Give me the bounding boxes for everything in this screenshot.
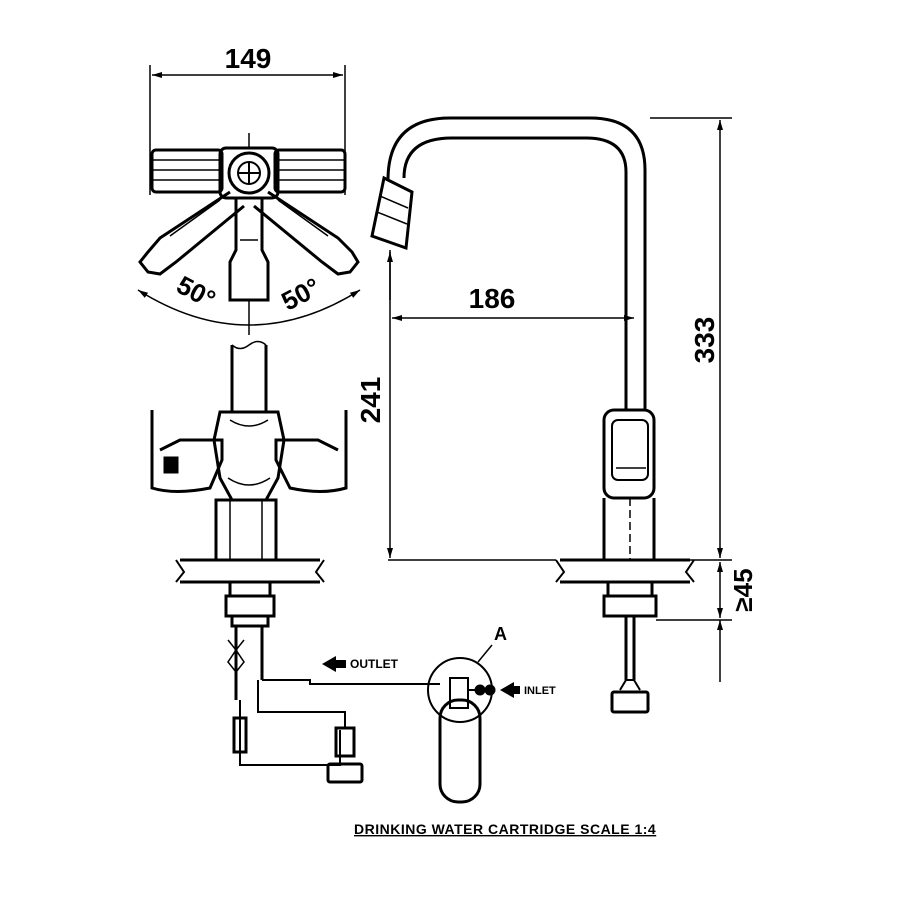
dim-241: 241 [355, 377, 386, 424]
dim-186: 186 [469, 283, 516, 314]
inlet-label: INLET [524, 685, 556, 697]
dim-angle-left: 50° [172, 270, 221, 315]
dim-149: 149 [225, 43, 272, 74]
detail-label: A [494, 624, 507, 644]
side-view [370, 116, 732, 714]
inlet-arrow [500, 682, 520, 698]
dim-angle-right: 50° [276, 272, 325, 317]
dim-45: ≥45 [728, 568, 758, 611]
dim-333: 333 [689, 317, 720, 364]
top-view [137, 65, 361, 335]
cartridge-detail [322, 644, 520, 804]
caption: DRINKING WATER CARTRIDGE SCALE 1:4 [354, 821, 656, 837]
outlet-label: OUTLET [350, 657, 399, 671]
front-view [150, 340, 440, 784]
outlet-arrow [322, 656, 346, 672]
